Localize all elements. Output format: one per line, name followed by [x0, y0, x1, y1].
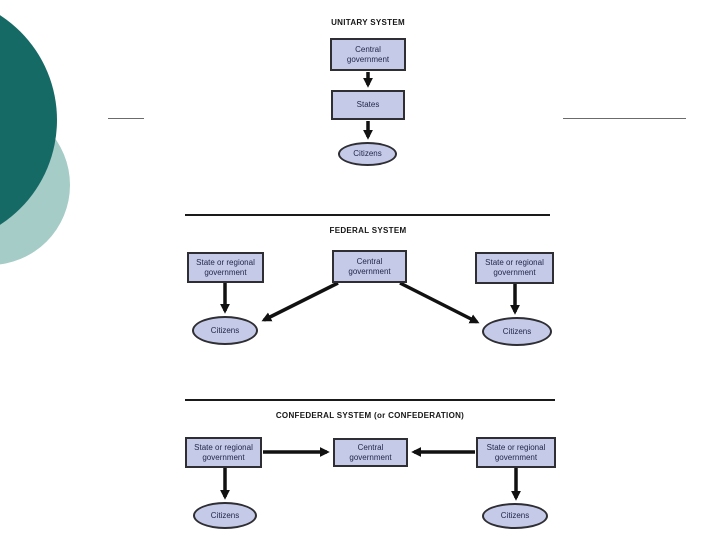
unitary-states-box: States	[331, 90, 405, 120]
confederal-right-state-government-box: State or regional government	[476, 437, 556, 468]
federal-section-title: FEDERAL SYSTEM	[329, 226, 407, 235]
right-rule-line	[563, 118, 686, 119]
federal-left-state-government-box: State or regional government	[187, 252, 264, 283]
federal-right-state-government-box: State or regional government	[475, 252, 554, 284]
confederal-left-state-government-box: State or regional government	[185, 437, 262, 468]
unitary-section-title: UNITARY SYSTEM	[331, 18, 405, 27]
federal-left-citizens-ellipse: Citizens	[192, 316, 258, 345]
confederal-left-citizens-ellipse: Citizens	[193, 502, 257, 529]
federal-arrow-central-to-leftcitizens	[261, 281, 339, 322]
federal-right-citizens-ellipse: Citizens	[482, 317, 552, 346]
confederal-right-citizens-ellipse: Citizens	[482, 503, 548, 529]
left-rule-line	[108, 118, 144, 119]
unitary-citizens-ellipse: Citizens	[338, 142, 397, 166]
federal-arrow-central-to-rightcitizens	[399, 281, 480, 324]
confederal-central-government-box: Central government	[333, 438, 408, 467]
confederal-section-title: CONFEDERAL SYSTEM (or CONFEDERATION)	[275, 411, 465, 420]
federal-central-government-box: Central government	[332, 250, 407, 283]
unitary-central-government-box: Central government	[330, 38, 406, 71]
